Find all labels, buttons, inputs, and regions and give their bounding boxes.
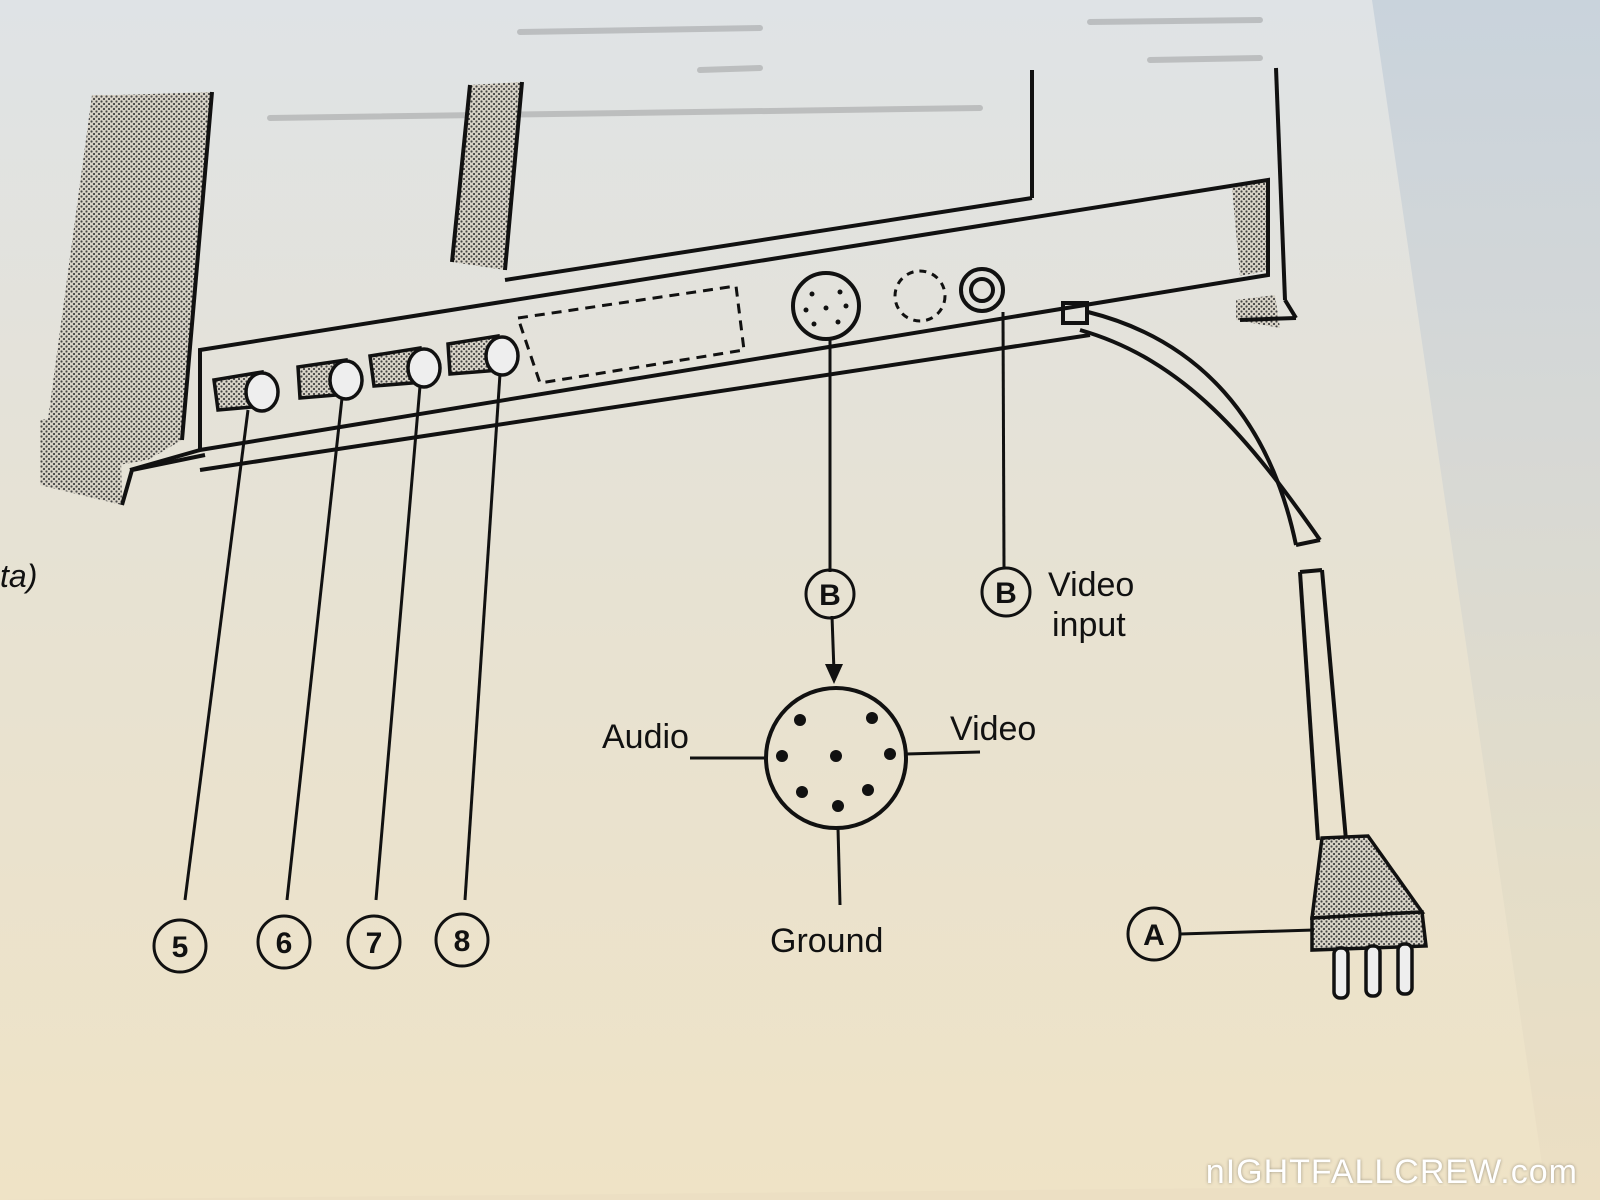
din-arrowhead (825, 664, 843, 684)
callout-a: A (1126, 906, 1182, 962)
video-label: Video (950, 710, 1036, 748)
ground-label: Ground (770, 922, 883, 960)
watermark: nIGHTFALLCREW.com (1205, 1153, 1578, 1191)
din-connector-detail (690, 686, 981, 906)
video-input-leader (1001, 311, 1006, 569)
video-input-label-line1: Video (1048, 566, 1134, 604)
plug-leader (1179, 928, 1315, 936)
panel-din-socket-pins (803, 289, 849, 327)
din-connector-pins (776, 712, 896, 812)
power-plug (1310, 834, 1428, 1000)
knob-6 (296, 357, 364, 401)
din-leader (828, 340, 836, 673)
partial-caption-text: ta) (0, 558, 38, 594)
svg-text:5: 5 (172, 931, 189, 964)
knob-8 (446, 333, 520, 377)
svg-text:7: 7 (366, 927, 383, 960)
svg-text:A: A (1143, 919, 1165, 952)
svg-text:6: 6 (276, 927, 293, 960)
tv-back-panel (40, 67, 1298, 506)
knob-leader-lines (183, 373, 502, 901)
callout-b-connector: B (804, 568, 856, 620)
svg-text:B: B (995, 577, 1017, 610)
video-input-label-line2: input (1052, 606, 1126, 644)
paper-sheet (0, 0, 1545, 1200)
knob-7 (368, 345, 442, 389)
svg-text:8: 8 (454, 925, 471, 958)
callout-7: 7 (346, 914, 402, 970)
svg-text:B: B (819, 579, 841, 612)
bleed-through-text (267, 17, 1263, 121)
power-cord (1079, 310, 1348, 841)
control-knobs (212, 333, 520, 413)
callout-8: 8 (434, 912, 490, 968)
callout-6: 6 (256, 914, 312, 970)
callout-b-video-input: B (980, 566, 1032, 618)
audio-label: Audio (602, 718, 689, 756)
knob-5 (212, 369, 280, 413)
callout-5: 5 (152, 918, 208, 974)
